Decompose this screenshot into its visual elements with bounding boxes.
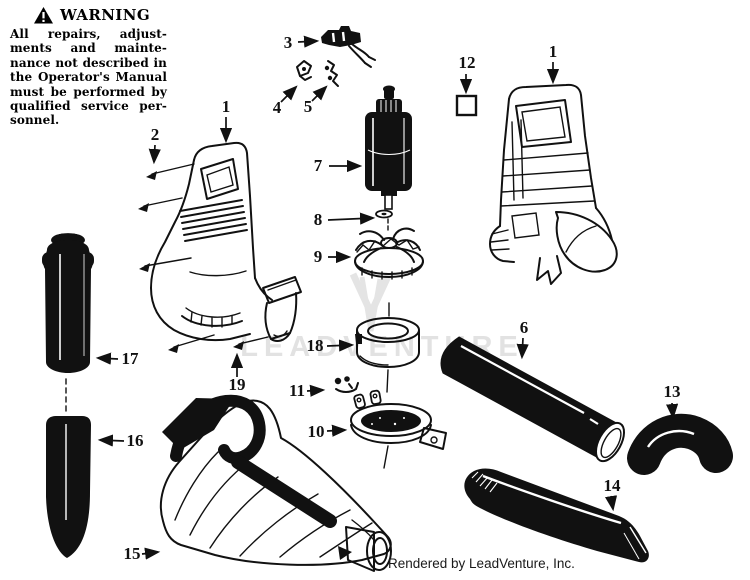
warning-title-text: WARNING	[60, 6, 151, 24]
svg-text:19: 19	[229, 375, 246, 394]
callout-2[interactable]: 2	[148, 125, 161, 165]
svg-text:12: 12	[459, 53, 476, 72]
callout-6[interactable]: 6	[516, 318, 529, 360]
washer	[375, 209, 393, 219]
vacuum-tube-lower	[46, 416, 91, 558]
screen	[361, 410, 421, 432]
svg-text:7: 7	[314, 156, 323, 175]
flat-nozzle	[464, 468, 649, 563]
switch-wires	[348, 43, 370, 64]
callout-11[interactable]: 11	[289, 381, 326, 400]
bag-cuff	[366, 531, 392, 571]
left-housing	[138, 141, 302, 353]
warning-line: ments and mainte-	[10, 41, 167, 56]
motor-shaft	[384, 194, 393, 210]
callout-15[interactable]: 15	[124, 544, 161, 563]
blower-tube	[440, 336, 626, 463]
handle-window	[200, 158, 239, 200]
callout-13[interactable]: 13	[664, 382, 681, 420]
watermark-v-logo	[349, 272, 393, 322]
rib-lines	[500, 152, 595, 207]
svg-text:4: 4	[273, 98, 282, 117]
svg-text:11: 11	[289, 381, 305, 400]
warning-line: sonnel.	[10, 113, 60, 128]
debris-bag	[159, 394, 392, 572]
square-nut	[455, 94, 478, 117]
callout-16[interactable]: 16	[97, 431, 144, 450]
svg-text:6: 6	[520, 318, 529, 337]
outlet-tube	[555, 211, 618, 273]
callout-17[interactable]: 17	[95, 349, 140, 368]
svg-text:2: 2	[151, 125, 160, 144]
housing-screws	[138, 163, 215, 353]
callout-19[interactable]: 19	[229, 352, 246, 394]
callout-5[interactable]: 5	[304, 85, 328, 116]
svg-text:17: 17	[122, 349, 140, 368]
callout-8[interactable]: 8	[314, 210, 376, 229]
warning-block: WARNING All repairs, adjust- ments and m…	[10, 6, 167, 128]
warning-triangle-icon	[34, 6, 53, 23]
clip-4	[296, 60, 312, 81]
handle-window	[515, 99, 572, 148]
watermark-v-logo	[359, 276, 383, 332]
clamp-tab	[419, 427, 447, 450]
vacuum-tube-upper	[42, 231, 94, 413]
svg-text:15: 15	[124, 544, 141, 563]
callout-14[interactable]: 14	[604, 476, 622, 512]
callout-18[interactable]: 18	[307, 336, 355, 355]
warning-title: WARNING	[34, 6, 167, 24]
svg-text:8: 8	[314, 210, 323, 229]
screw-19	[233, 336, 269, 350]
callout-1-left-housing[interactable]: 1	[219, 97, 233, 144]
svg-text:9: 9	[314, 247, 323, 266]
outlet-collar	[355, 302, 420, 393]
callout-12[interactable]: 12	[459, 53, 476, 95]
vent-slats	[179, 199, 248, 242]
intake-grill	[181, 315, 243, 327]
callout-1-right-housing[interactable]: 1	[546, 42, 560, 85]
svg-text:3: 3	[284, 33, 293, 52]
clip-5	[324, 60, 339, 87]
svg-text:1: 1	[549, 42, 558, 61]
callout-10[interactable]: 10	[308, 422, 348, 441]
outlet-collar-band	[262, 276, 302, 304]
right-housing	[489, 83, 618, 285]
rendered-by-credit: Rendered by LeadVenture, Inc.	[388, 556, 575, 571]
callout-3[interactable]: 3	[284, 33, 320, 52]
screw-head	[138, 171, 179, 353]
clamp-ring	[350, 389, 447, 469]
fan-blades	[355, 227, 421, 263]
svg-text:10: 10	[308, 422, 325, 441]
warning-line: nance not described in	[10, 55, 167, 70]
warning-line: All repairs, adjust-	[10, 27, 167, 41]
tube-mouth	[594, 421, 626, 463]
callout-7[interactable]: 7	[314, 156, 363, 175]
svg-text:18: 18	[307, 336, 324, 355]
svg-text:14: 14	[604, 476, 622, 495]
foot-tabs	[536, 255, 562, 285]
callout-9[interactable]: 9	[314, 247, 352, 266]
svg-text:13: 13	[664, 382, 681, 401]
switch	[321, 26, 376, 68]
svg-text:1: 1	[222, 97, 231, 116]
motor	[365, 85, 412, 232]
retainer-clip	[334, 376, 359, 393]
impeller-fan	[354, 227, 424, 280]
warning-line: qualified service per-	[10, 99, 167, 114]
warning-line: must be performed by	[10, 84, 167, 99]
elbow-nozzle	[627, 413, 733, 475]
callout-4[interactable]: 4	[273, 85, 298, 117]
svg-text:16: 16	[127, 431, 144, 450]
svg-text:5: 5	[304, 97, 313, 116]
warning-line: the Operator's Manual	[10, 70, 167, 85]
